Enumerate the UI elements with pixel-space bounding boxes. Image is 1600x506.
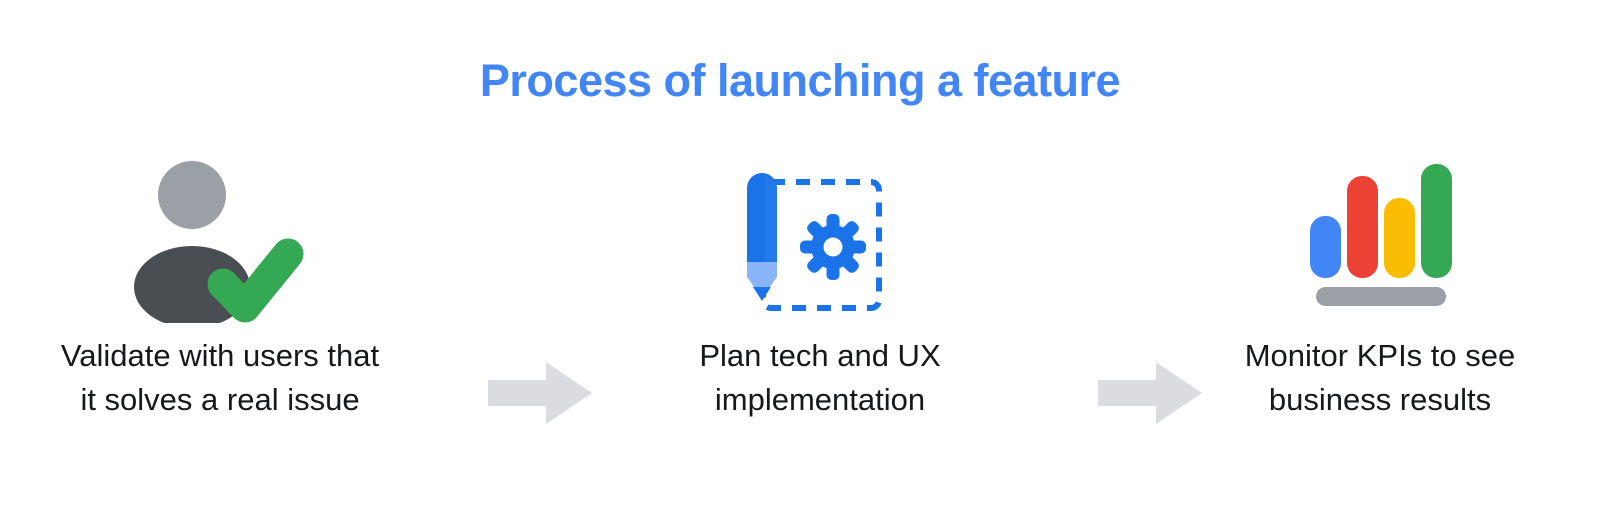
arrow-right-icon-1	[488, 362, 592, 424]
process-step-plan: Plan tech and UX implementation	[630, 140, 1010, 450]
check-mark-icon	[207, 238, 304, 323]
arrow-shape	[1098, 362, 1202, 424]
pencil-point-shape	[753, 287, 771, 301]
chart-baseline	[1316, 287, 1446, 306]
process-step-validate: Validate with users that it solves a rea…	[0, 140, 440, 450]
step-caption: Plan tech and UX implementation	[699, 338, 941, 418]
process-flow: Validate with users that it solves a rea…	[0, 140, 1600, 450]
bar-4	[1421, 164, 1452, 278]
icon-container	[1180, 140, 1580, 330]
person-head-shape	[158, 161, 226, 229]
process-step-monitor: Monitor KPIs to see business results	[1180, 140, 1580, 450]
bar-chart-icon	[1310, 164, 1452, 306]
bar-2	[1347, 176, 1378, 278]
page-title: Process of launching a feature	[479, 55, 1121, 106]
icon-container	[0, 140, 440, 330]
pencil-highlight-shape	[765, 176, 777, 262]
bar-1	[1310, 216, 1341, 278]
icon-container	[630, 140, 1010, 330]
pencil-wood-shape	[747, 262, 777, 298]
bar-3	[1384, 198, 1415, 278]
arrow-shape	[488, 362, 592, 424]
person-check-icon	[134, 161, 304, 323]
gear-shape	[800, 214, 866, 280]
arrow-right-icon-2	[1098, 362, 1202, 424]
pencil-gear-icon	[747, 173, 882, 311]
step-caption: Monitor KPIs to see business results	[1244, 338, 1516, 418]
step-caption: Validate with users that it solves a rea…	[60, 338, 380, 418]
